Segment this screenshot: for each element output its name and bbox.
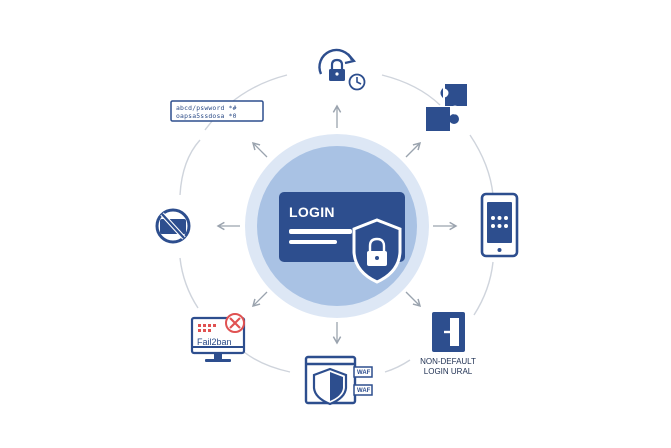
arrow-up-left: [251, 141, 268, 158]
non-default-login-line-2: LOGIN URAL: [423, 367, 473, 376]
shield-window-icon: [304, 355, 373, 406]
login-label: LOGIN: [289, 204, 335, 220]
non-default-login-line-1: NON-DEFAULT: [420, 357, 476, 366]
password-text-line-2: oapsa5ssdosa *0: [176, 112, 237, 120]
arrow-up-right: [405, 141, 422, 158]
password-text-line-1: abcd/pswword *#: [176, 104, 237, 112]
login-input-bar-2: [289, 240, 337, 244]
monitor-alert-icon: [190, 313, 246, 362]
puzzle-icon: [426, 84, 467, 131]
arrow-down-left: [251, 291, 268, 308]
lock-refresh-clock-icon: [318, 48, 366, 91]
smartphone-icon: [480, 192, 519, 258]
password-field-icon: [170, 100, 264, 122]
arrow-down-right: [405, 291, 422, 308]
no-bot-icon: [155, 208, 191, 244]
fail2ban-label: Fail2ban: [197, 337, 232, 347]
waf-tag-bottom: WAF: [357, 388, 371, 394]
login-input-bar-1: [289, 229, 352, 234]
waf-tag-top: WAF: [357, 370, 371, 376]
inner-arrows: [216, 104, 458, 345]
door-arrow-icon: [432, 312, 465, 352]
shield-lock-icon: [352, 218, 402, 284]
